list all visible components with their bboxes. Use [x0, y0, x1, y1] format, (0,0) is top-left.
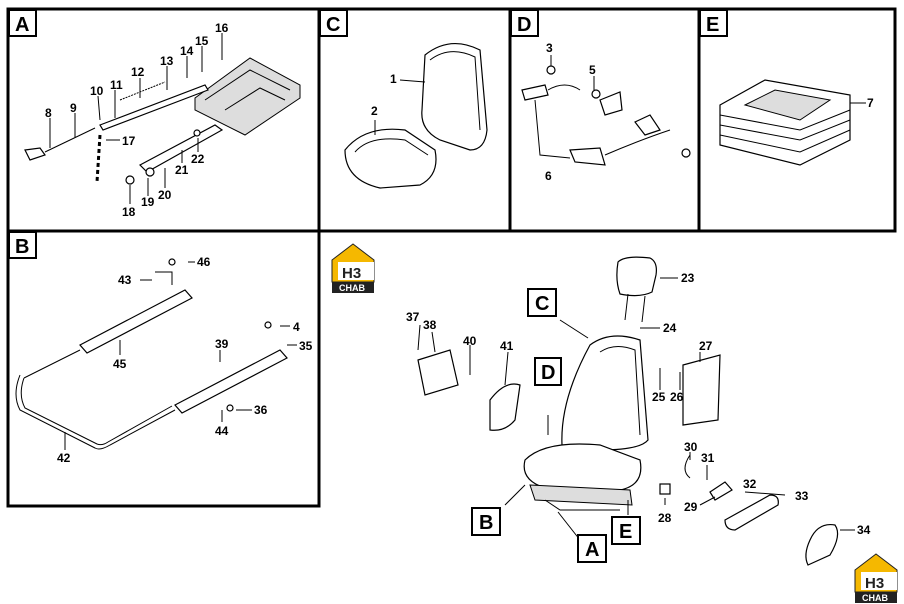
main-tag-e	[611, 516, 641, 545]
callout-20: 20	[158, 188, 172, 202]
callout-33: 33	[795, 489, 809, 503]
callout-25: 25	[652, 390, 666, 404]
callout-31: 31	[701, 451, 715, 465]
callout-23: 23	[681, 271, 695, 285]
main-tag-b	[471, 507, 501, 536]
callout-28: 28	[658, 511, 672, 525]
callout-9: 9	[70, 101, 77, 115]
callout-34: 34	[857, 523, 871, 537]
main-letter-d: D	[541, 362, 555, 384]
callout-19: 19	[141, 195, 155, 209]
callout-43: 43	[118, 273, 132, 287]
callout-18: 18	[122, 205, 136, 219]
panel-a-tag	[8, 9, 37, 37]
logo-bottom-word: CHAB	[862, 593, 888, 603]
callout-11: 11	[110, 78, 123, 92]
callout-35: 35	[299, 339, 313, 353]
callout-39: 39	[215, 337, 229, 351]
callout-2: 2	[371, 104, 378, 118]
main-letter-b: B	[479, 512, 493, 534]
panel-c-tag	[319, 9, 348, 37]
callout-38: 38	[423, 318, 437, 332]
panel-d-tag	[510, 9, 539, 37]
logo-bottom-mark: H3	[865, 575, 884, 592]
panel-b-letter: B	[15, 236, 29, 258]
callout-5: 5	[589, 63, 596, 77]
callout-1: 1	[390, 72, 397, 86]
panel-e-letter: E	[706, 14, 719, 36]
callout-46: 46	[197, 255, 211, 269]
callout-27: 27	[699, 339, 713, 353]
panel-d-drawing	[521, 55, 691, 166]
callout-42: 42	[57, 451, 71, 465]
main-letter-e: E	[619, 521, 632, 543]
panel-d-letter: D	[517, 14, 531, 36]
callout-26: 26	[670, 390, 684, 404]
callout-12: 12	[131, 65, 145, 79]
logo-top-mark: H3	[342, 265, 361, 282]
callout-17: 17	[122, 134, 136, 148]
callout-32: 32	[743, 477, 757, 491]
callout-8: 8	[45, 106, 52, 120]
callout-45: 45	[113, 357, 127, 371]
main-tag-c	[527, 288, 557, 317]
callout-44: 44	[215, 424, 229, 438]
logo-bottom: H3 CHAB	[854, 553, 898, 603]
main-tag-a	[577, 534, 607, 563]
callout-36: 36	[254, 403, 268, 417]
panel-c-drawing	[344, 43, 488, 189]
callout-24: 24	[663, 321, 677, 335]
callout-4: 4	[293, 320, 300, 334]
callout-13: 13	[160, 54, 174, 68]
panel-a-drawing	[24, 33, 301, 204]
callout-30: 30	[684, 440, 698, 454]
callout-22: 22	[191, 152, 205, 166]
callout-29: 29	[684, 500, 698, 514]
panel-b-frame	[6, 229, 321, 508]
callout-15: 15	[195, 34, 209, 48]
panel-a-letter: A	[15, 14, 29, 36]
callout-40: 40	[463, 334, 477, 348]
main-letter-a: A	[585, 539, 599, 561]
callout-3: 3	[546, 41, 553, 55]
callout-6: 6	[545, 169, 552, 183]
logo-top-word: CHAB	[339, 283, 365, 293]
main-tag-d	[534, 357, 562, 386]
callout-7: 7	[867, 96, 874, 110]
callout-14: 14	[180, 44, 194, 58]
callout-37: 37	[406, 310, 420, 324]
panel-e-tag	[699, 9, 728, 37]
panel-e-drawing	[719, 79, 866, 166]
panel-c-letter: C	[326, 14, 340, 36]
main-letter-c: C	[535, 293, 549, 315]
panel-b-drawing	[15, 258, 297, 450]
panel-d-frame	[508, 7, 701, 233]
callout-16: 16	[215, 21, 229, 35]
main-seat-drawing	[417, 256, 855, 566]
callout-10: 10	[90, 84, 104, 98]
panel-e-frame	[697, 7, 897, 233]
callout-41: 41	[500, 339, 514, 353]
panel-b-tag	[8, 231, 37, 259]
logo-top: H3 CHAB	[331, 243, 375, 293]
callout-21: 21	[175, 163, 189, 177]
